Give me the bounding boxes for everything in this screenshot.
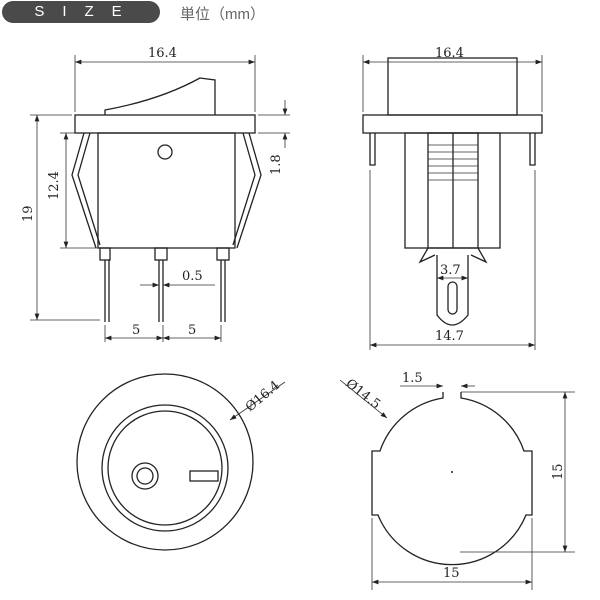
size-badge: SIZE [2,1,160,23]
dim-total-height: 19 [21,205,36,222]
dim-width: 16.4 [148,46,177,61]
dim-pitch-right: 5 [188,323,196,338]
dim-side-width: 16.4 [435,46,464,61]
dim-top-diameter: Ø16.4 [243,378,283,415]
dim-pitch-left: 5 [132,323,140,338]
header: SIZE 単位（mm） [0,0,600,30]
unit-label: 単位（mm） [180,6,265,23]
dim-bottom-width: 14.7 [435,329,464,344]
dim-cutout-diameter: Ø14.5 [343,376,383,412]
side-view: 16.4 3.7 14.7 [362,46,543,350]
dim-pin: 0.5 [182,269,203,284]
dim-terminal: 3.7 [440,263,461,278]
dim-body-height: 12.4 [47,171,62,200]
dim-flange: 1.8 [269,154,284,175]
dim-cutout-height: 15 [551,463,566,480]
panel-cutout: 1.5 Ø14.5 15 15 [339,371,575,590]
top-view: Ø16.4 [76,373,286,551]
dim-cutout-width: 15 [443,566,460,581]
dim-notch: 1.5 [402,371,423,386]
front-view: 16.4 19 12.4 1.8 0.5 5 5 [21,46,290,342]
